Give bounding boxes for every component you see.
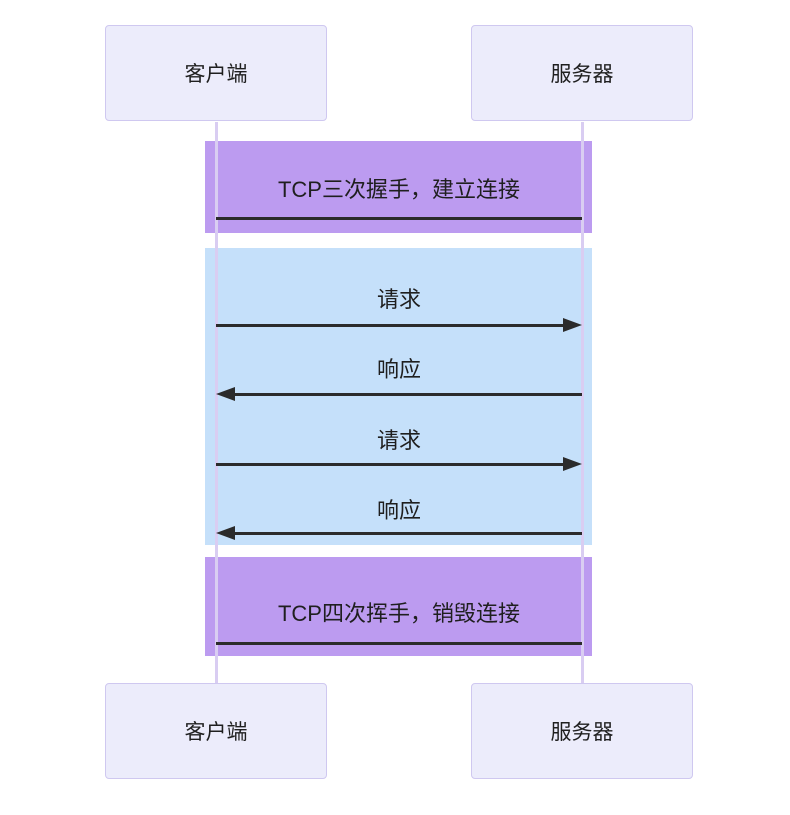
actor-server-top-label: 服务器 xyxy=(550,63,614,86)
actor-server-top: 服务器 xyxy=(471,25,693,121)
arrowhead-right-icon xyxy=(563,318,582,332)
actor-server-bottom-label: 服务器 xyxy=(550,721,614,744)
message-4-arrow xyxy=(216,525,582,541)
message-4-label: 响应 xyxy=(376,498,421,523)
actor-client-bottom: 客户端 xyxy=(105,683,327,779)
actor-server-bottom: 服务器 xyxy=(471,683,693,779)
message-2-label: 响应 xyxy=(376,357,421,382)
note-handshake-line xyxy=(216,210,582,226)
message-1-arrow xyxy=(216,317,582,333)
message-band xyxy=(205,248,592,545)
arrowhead-right-icon xyxy=(563,457,582,471)
lifeline-client xyxy=(215,122,218,683)
arrowhead-left-icon xyxy=(216,526,235,540)
message-line xyxy=(216,463,565,466)
message-3-label: 请求 xyxy=(376,428,421,453)
arrowhead-left-icon xyxy=(216,387,235,401)
note-teardown-text: TCP四次挥手，销毁连接 xyxy=(277,601,520,626)
message-1-label: 请求 xyxy=(376,287,421,312)
note-line xyxy=(216,642,582,645)
message-line xyxy=(216,324,565,327)
message-3-arrow xyxy=(216,456,582,472)
actor-client-top: 客户端 xyxy=(105,25,327,121)
note-handshake-text: TCP三次握手，建立连接 xyxy=(277,177,520,202)
actor-client-bottom-label: 客户端 xyxy=(184,721,248,744)
message-line xyxy=(233,393,582,396)
note-line xyxy=(216,217,582,220)
message-2-arrow xyxy=(216,386,582,402)
message-line xyxy=(233,532,582,535)
note-band-teardown xyxy=(205,557,592,656)
lifeline-server xyxy=(581,122,584,683)
note-teardown-line xyxy=(216,635,582,651)
actor-client-top-label: 客户端 xyxy=(184,63,248,86)
